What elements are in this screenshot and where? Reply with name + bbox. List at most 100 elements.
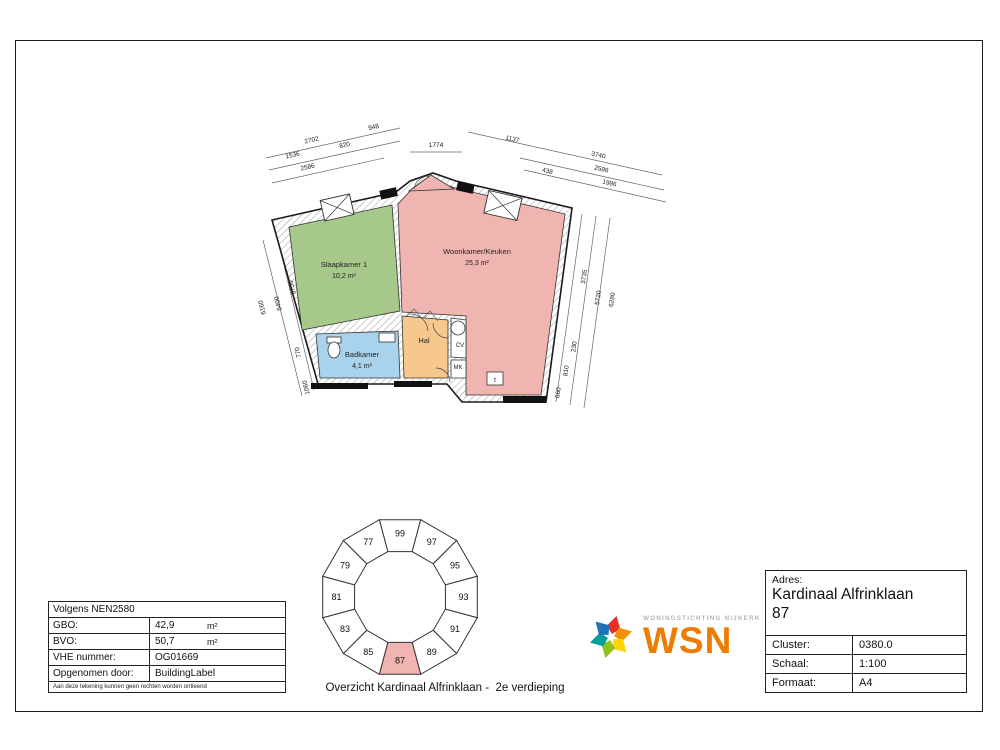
address-label: Adres: xyxy=(772,574,803,586)
nen-row-label: BVO: xyxy=(49,634,150,649)
room-name-label: Slaapkamer 1 xyxy=(321,260,367,269)
nen-row-label: Opgenomen door: xyxy=(49,666,150,681)
room-name-label: MK xyxy=(454,365,463,371)
dimension-label: 3740 xyxy=(591,151,607,161)
room-area-label: 4,1 m² xyxy=(352,363,373,370)
ring-unit-number: 93 xyxy=(458,592,468,602)
nen-row-label: GBO: xyxy=(49,618,150,633)
nen-table-row: VHE nummer: OG01669 xyxy=(49,649,285,665)
stamp-row: Cluster: 0380.0 xyxy=(766,635,966,654)
stamp-row: Schaal: 1:100 xyxy=(766,654,966,673)
nen-row-unit: m² xyxy=(207,636,218,647)
nen-table-row: BVO: 50,7 m² xyxy=(49,633,285,649)
title-block: Adres: Kardinaal Alfrinklaan 87 Cluster:… xyxy=(765,570,967,693)
room-name-label: Badkamer xyxy=(345,350,380,359)
toilet-icon xyxy=(326,336,342,359)
ring-unit-number: 85 xyxy=(363,647,373,657)
pinwheel-petal xyxy=(614,627,632,642)
roof-window-icon xyxy=(319,193,355,222)
ring-unit-number: 99 xyxy=(395,529,405,539)
dimension-label: 6280 xyxy=(608,292,617,308)
dimension-label: 770 xyxy=(294,346,304,359)
logo-wordmark: WSN xyxy=(643,620,733,662)
lintel xyxy=(456,181,475,194)
pinwheel-petal xyxy=(590,632,608,647)
dimension-label: 5400 xyxy=(273,295,283,311)
dimension-labels: 2702 948 1536 820 2586 1774 1137 3740 2586 438 198… xyxy=(257,123,617,399)
ring-unit-77 xyxy=(342,518,389,565)
dimension-label: 660 xyxy=(554,387,562,399)
dimension-label: 5720 xyxy=(594,290,603,306)
dimension-label: 1536 xyxy=(285,150,301,160)
dimension-label: 1774 xyxy=(429,142,444,149)
stamp-row-label: Formaat: xyxy=(766,674,853,692)
pinwheel-petal xyxy=(595,621,610,636)
threshold-bar xyxy=(503,396,546,403)
nen-row-value: 42,9 xyxy=(155,620,175,631)
nen-row-label: VHE nummer: xyxy=(49,650,150,665)
stamp-row: Formaat: A4 xyxy=(766,673,966,692)
room-area-label: 10,2 m² xyxy=(332,273,356,280)
room-area-label: 25,3 m² xyxy=(465,260,489,267)
room-name-label: CV xyxy=(456,343,464,349)
ring-unit-number: 79 xyxy=(340,560,350,570)
stair-icon xyxy=(405,308,439,322)
dimension-label: 6160 xyxy=(257,299,267,315)
address-block: Adres: Kardinaal Alfrinklaan 87 xyxy=(766,571,966,635)
room-labels: Slaapkamer 1 10,2 m² Woonkamer/Keuken 25,3 … xyxy=(321,247,511,371)
disclaimer-note: Aan deze tekening kunnen geen rechten wo… xyxy=(49,681,285,692)
room-slaapkamer xyxy=(288,204,401,331)
stamp-row-value: 0380.0 xyxy=(859,639,893,651)
lintel xyxy=(379,187,398,200)
stamp-row-label: Schaal: xyxy=(766,655,853,673)
stamp-row-value: 1:100 xyxy=(859,658,887,670)
room-name-label: Woonkamer/Keuken xyxy=(443,247,511,256)
room-name-label: Hal xyxy=(418,336,430,345)
room-mk xyxy=(450,359,467,379)
pinwheel-icon xyxy=(590,616,632,658)
dimension-label: 438 xyxy=(541,167,554,176)
dimension-lines xyxy=(262,127,667,409)
room-hal xyxy=(401,315,449,379)
dimension-label: 1137 xyxy=(505,135,521,145)
roof-window-icon xyxy=(483,189,523,222)
stamp-row-label: Cluster: xyxy=(766,636,853,654)
dimension-label: 2586 xyxy=(594,165,610,175)
pinwheel-petal xyxy=(606,616,621,634)
nen-row-value: 50,7 xyxy=(155,636,175,647)
wsn-logo: WONINGSTICHTING NIJKERK WSN xyxy=(586,612,761,662)
dimension-label: 3750 xyxy=(287,279,297,295)
ring-unit-number: 89 xyxy=(427,647,437,657)
ring-unit-number: 95 xyxy=(450,560,460,570)
pinwheel-petal xyxy=(601,640,616,658)
bay-window xyxy=(407,174,456,192)
dimension-label: 948 xyxy=(368,123,380,132)
stamp-row-value: A4 xyxy=(859,677,873,689)
table-icon-label: t xyxy=(494,377,496,384)
dimension-label: 3735 xyxy=(580,269,589,285)
nen2580-table: Volgens NEN2580 GBO: 42,9 m² BVO: 50,7 m² VHE … xyxy=(48,601,286,693)
ring-unit-number: 91 xyxy=(450,624,460,634)
threshold-bar xyxy=(394,381,432,387)
address-number: 87 xyxy=(772,604,790,622)
threshold-bar xyxy=(311,383,368,389)
nen-table-title: Volgens NEN2580 xyxy=(53,604,135,615)
pinwheel-petal xyxy=(612,638,627,653)
ring-unit-number: 77 xyxy=(363,537,373,547)
ring-unit-number: 81 xyxy=(331,592,341,602)
dimension-label: 1986 xyxy=(602,179,618,189)
dimension-label: 2586 xyxy=(300,162,316,172)
nen-row-value: BuildingLabel xyxy=(155,668,216,679)
nen-row-unit: m² xyxy=(207,620,218,631)
overview-caption: Overzicht Kardinaal Alfrinklaan - 2e ver… xyxy=(325,682,565,694)
dimension-label: 230 xyxy=(570,341,578,353)
dimension-label: 1060 xyxy=(301,379,311,395)
dimension-label: 2702 xyxy=(304,135,320,145)
nen-row-value: OG01669 xyxy=(155,652,199,663)
dimension-label: 820 xyxy=(339,141,351,150)
boiler-icon xyxy=(450,320,466,336)
sink-icon xyxy=(378,332,396,343)
logo-tagline: WONINGSTICHTING NIJKERK xyxy=(643,615,761,623)
